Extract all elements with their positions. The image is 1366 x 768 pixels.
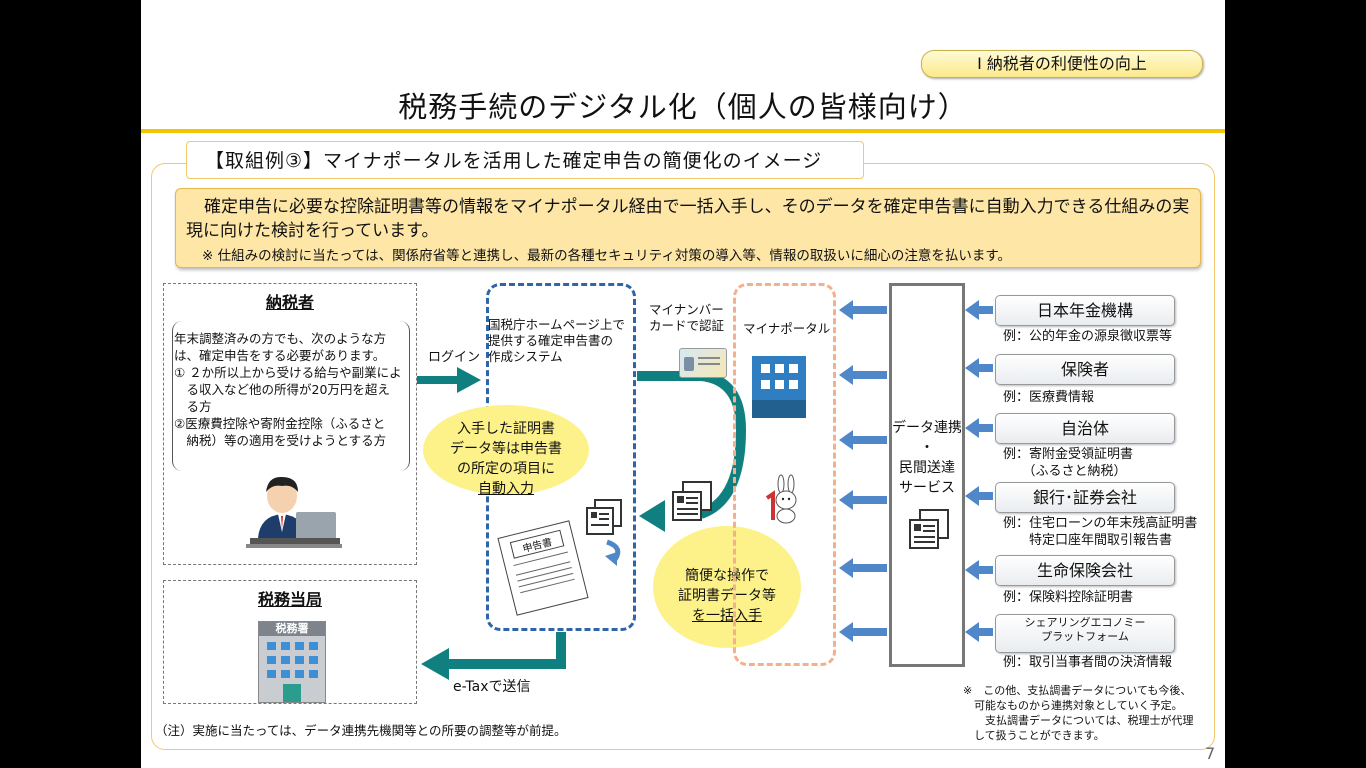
section-badge: Ⅰ 納税者の利便性の向上	[921, 50, 1203, 78]
mynaportal-building-icon	[752, 356, 806, 418]
source-example: 例：保険料控除証明書	[1003, 590, 1134, 605]
source-municipality: 自治体	[995, 413, 1175, 444]
tax-office-sign: 税務署	[259, 622, 325, 636]
taxpayer-box: 納税者 年末調整済みの方でも、次のような方 は、確定申告をする必要があります。 …	[163, 283, 417, 565]
source-insurer: 保険者	[995, 354, 1175, 385]
service-line: 民間送達	[899, 460, 955, 476]
summary-note: ※ 仕組みの検討に当たっては、関係府省等と連携し、最新の各種セキュリティ対策の導…	[202, 248, 1011, 264]
tax-office-building-icon: 税務署	[258, 621, 326, 703]
footnote-line: ※ この他、支払調書データについても今後、	[963, 684, 1192, 697]
source-sharing-economy: シェアリングエコノミー プラットフォーム	[995, 614, 1175, 653]
building-windows-icon	[267, 642, 318, 702]
taxpayer-heading: 納税者	[265, 293, 314, 312]
source-example: 例：住宅ローンの年末残高証明書 特定口座年間取引報告書	[1003, 515, 1197, 549]
footnote-line: 支払調書データについては、税理士が代理	[963, 714, 1194, 727]
slide: Ⅰ 納税者の利便性の向上 税務手続のデジタル化（個人の皆様向け） 【取組例③】マ…	[141, 0, 1225, 768]
auto-input-bubble: 入手した証明書 データ等は申告書 の所定の項目に 自動入力	[423, 405, 589, 497]
condition-line: る方	[174, 399, 212, 414]
system-line: 作成システム	[488, 349, 563, 364]
footnote-line: して扱うことができます。	[963, 729, 1105, 742]
service-line: データ連携	[892, 420, 962, 436]
mynumber-auth-label: マイナンバー カードで認証	[649, 302, 724, 334]
page-title: 税務手続のデジタル化（個人の皆様向け）	[398, 90, 968, 124]
bubble-line: データ等は申告書	[450, 441, 562, 457]
source-example: 例：医療費情報	[1003, 390, 1095, 405]
tax-authority-box: 税務当局 税務署	[163, 580, 417, 704]
source-japan-pension: 日本年金機構	[995, 295, 1175, 326]
system-line: 提供する確定申告書の	[488, 333, 614, 348]
service-label: データ連携 ・ 民間送達 サービス	[892, 418, 962, 498]
bubble-line: 入手した証明書	[457, 421, 555, 437]
person-at-laptop-icon	[246, 476, 342, 548]
source-life-insurance: 生命保険会社	[995, 555, 1175, 586]
source-example: 例：取引当事者間の決済情報	[1003, 655, 1173, 670]
condition-line: る収入など他の所得が20万円を超え	[174, 382, 390, 397]
source-name-line: プラットフォーム	[1041, 630, 1129, 643]
source-example: 例：公的年金の源泉徴収票等	[1003, 329, 1173, 344]
source-name-line: シェアリングエコノミー	[1024, 616, 1146, 629]
condition-line: は、確定申告をする必要があります。	[174, 348, 386, 363]
source-bank-securities: 銀行･証券会社	[995, 482, 1175, 513]
bubble-line: 簡便な操作で	[685, 568, 769, 584]
mynumber-line: マイナンバー	[649, 302, 724, 317]
service-line: サービス	[899, 480, 955, 496]
condition-line: 年末調整済みの方でも、次のような方	[174, 331, 387, 346]
example-line: 例：住宅ローンの年末残高証明書	[1003, 516, 1198, 531]
tax-authority-heading: 税務当局	[257, 590, 322, 609]
bubble-line: 自動入力	[478, 481, 534, 497]
mynaportal-label: マイナポータル	[743, 321, 831, 336]
system-line: 国税庁ホームページ上で	[488, 317, 625, 332]
bubble-line: の所定の項目に	[457, 461, 555, 477]
data-documents-icon	[672, 481, 712, 521]
example-line: 例：寄附金受領証明書	[1003, 447, 1134, 462]
taxpayer-conditions: 年末調整済みの方でも、次のような方 は、確定申告をする必要があります。 ① ２か…	[174, 330, 414, 449]
footnote-line: 可能なものから連携対象としていく予定。	[963, 699, 1183, 712]
mynumber-card-icon	[679, 348, 727, 378]
bulk-retrieve-bubble: 簡便な操作で 証明書データ等 を一括入手	[653, 526, 801, 648]
mynumber-line: カードで認証	[649, 318, 725, 333]
page-number: 7	[1205, 744, 1216, 763]
example-heading: 【取組例③】マイナポータルを活用した確定申告の簡便化のイメージ	[186, 141, 864, 179]
data-documents-icon	[586, 499, 622, 566]
summary-main: 確定申告に必要な控除証明書等の情報をマイナポータル経由で一括入手し、そのデータを…	[186, 197, 1190, 241]
filing-system-label: 国税庁ホームページ上で 提供する確定申告書の 作成システム	[488, 317, 648, 365]
service-line: ・	[920, 440, 934, 456]
data-documents-icon	[909, 509, 949, 549]
example-line: 特定口座年間取引報告書	[1003, 533, 1173, 548]
title-underline	[141, 129, 1225, 133]
mynaportal-box	[733, 283, 836, 666]
source-example: 例：寄附金受領証明書 （ふるさと納税）	[1003, 446, 1133, 480]
example-line: （ふるさと納税）	[1003, 464, 1127, 479]
taxpayer-brace	[172, 321, 410, 471]
bubble-line: を一括入手	[692, 608, 762, 624]
login-label: ログイン	[428, 350, 481, 365]
summary-box: 確定申告に必要な控除証明書等の情報をマイナポータル経由で一括入手し、そのデータを…	[175, 188, 1201, 268]
flow-arrows	[417, 300, 993, 680]
condition-line: 納税）等の適用を受けようとする方	[174, 433, 387, 448]
condition-line: ① ２か所以上から受ける給与や副業によ	[174, 365, 402, 380]
etax-label: e-Taxで送信	[453, 679, 531, 695]
footnote-left: （注）実施に当たっては、データ連携先機関等との所要の調整等が前提。	[155, 723, 567, 738]
data-linkage-service-box: データ連携 ・ 民間送達 サービス	[889, 283, 965, 667]
condition-line: ②医療費控除や寄附金控除（ふるさと	[174, 416, 386, 431]
bubble-line: 証明書データ等	[678, 588, 776, 604]
mascot-rabbit-icon	[765, 474, 797, 524]
footnote-right: ※ この他、支払調書データについても今後、 可能なものから連携対象としていく予定…	[963, 683, 1193, 743]
